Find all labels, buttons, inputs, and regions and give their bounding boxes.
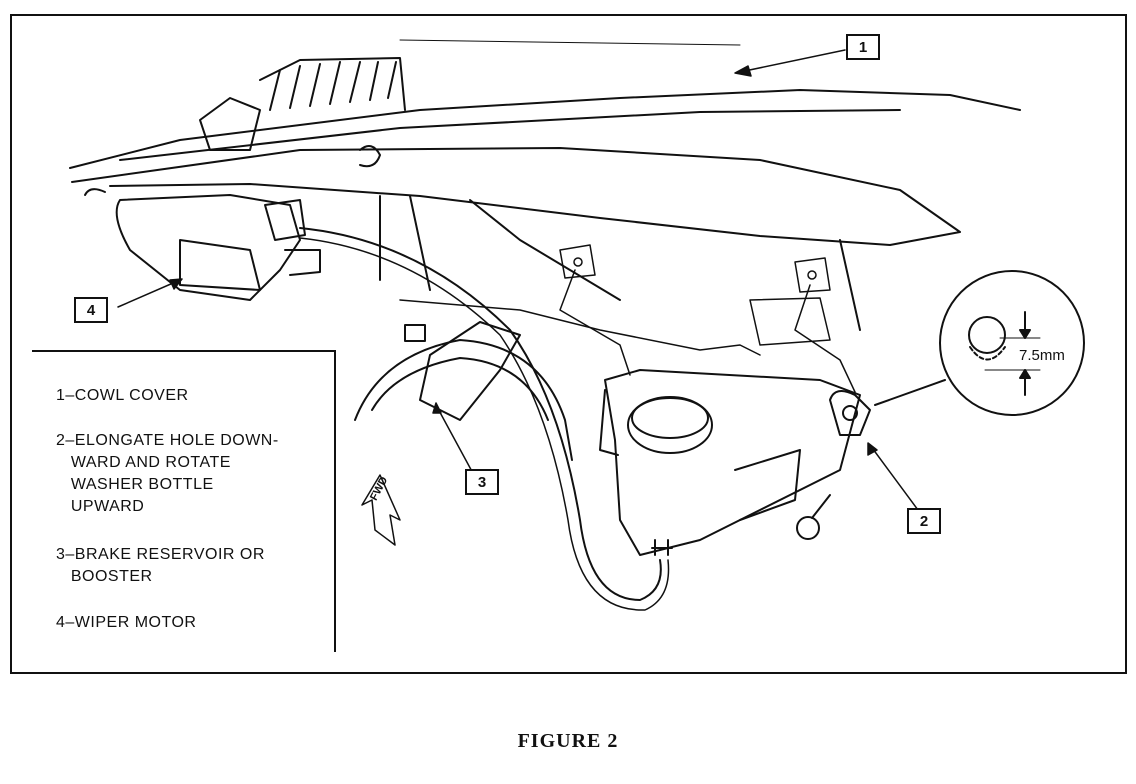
wiper-motor [84, 188, 321, 301]
callout-1: 1 [846, 34, 880, 60]
detail-view [874, 270, 1085, 416]
brake-booster [354, 321, 573, 461]
callout-4: 4 [74, 297, 108, 323]
legend: 1–COWL COVER 2–ELONGATE HOLE DOWN- WARD … [32, 350, 336, 652]
callout-3: 3 [465, 469, 499, 495]
legend-item-4: 4–WIPER MOTOR [56, 614, 197, 631]
figure-caption: FIGURE 2 [517, 730, 619, 752]
washer-hose-inner [299, 237, 670, 611]
dimension-label: 7.5mm [1018, 347, 1066, 364]
figure-frame [10, 14, 1127, 674]
legend-item-1: 1–COWL COVER [56, 387, 189, 404]
forward-arrow [361, 474, 401, 546]
callout-2: 2 [907, 508, 941, 534]
legend-item-3: 3–BRAKE RESERVOIR OR BOOSTER [56, 546, 265, 585]
body-panels [399, 244, 856, 393]
mounting-bolt [796, 494, 831, 540]
cowl-cover [69, 39, 1021, 331]
leader-lines [117, 49, 919, 511]
legend-item-2: 2–ELONGATE HOLE DOWN- WARD AND ROTATE WA… [56, 432, 279, 515]
washer-hose [299, 227, 662, 601]
washer-bottle [599, 369, 871, 556]
